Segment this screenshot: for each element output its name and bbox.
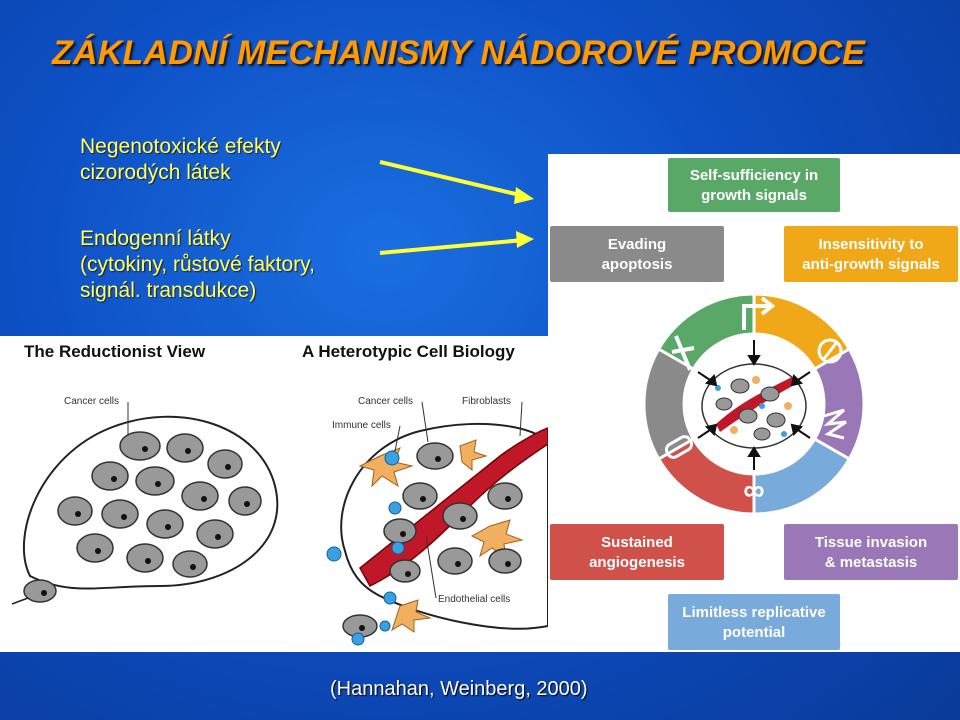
label-invasion-1: Tissue invasion xyxy=(815,534,927,551)
label-insensitivity-1: Insensitivity to xyxy=(818,236,923,253)
yellow-arrows xyxy=(370,150,540,260)
label-cancer-cells-left: Cancer cells xyxy=(64,396,119,407)
heterotypic-tumor: Cancer cells Fibroblasts Immune cells En… xyxy=(327,396,548,645)
text-line: Endogenní látky xyxy=(80,226,315,252)
reductionist-tumor: Cancer cells xyxy=(12,396,277,604)
text-line: signál. transdukce) xyxy=(80,278,315,304)
central-tumor xyxy=(702,364,806,448)
label-angiogenesis-2: angiogenesis xyxy=(589,554,685,571)
label-fibroblasts: Fibroblasts xyxy=(462,396,511,407)
citation: (Hannahan, Weinberg, 2000) xyxy=(330,678,588,701)
arrow-head-icon xyxy=(516,231,534,248)
slide-title: ZÁKLADNÍ MECHANISMY NÁDOROVÉ PROMOCE xyxy=(52,34,865,73)
arrow-line xyxy=(380,162,524,196)
label-self-sufficiency-1: Self-sufficiency in xyxy=(690,167,818,184)
box-replicative xyxy=(668,594,840,650)
text-block-genotoxic: Negenotoxické efekty cizorodých látek xyxy=(80,134,281,186)
text-line: (cytokiny, růstové faktory, xyxy=(80,252,315,278)
label-endothelial-cells: Endothelial cells xyxy=(438,594,510,605)
text-block-endogenous: Endogenní látky (cytokiny, růstové fakto… xyxy=(80,226,315,304)
text-line: Negenotoxické efekty xyxy=(80,134,281,160)
text-line: cizorodých látek xyxy=(80,160,281,186)
label-replicative-1: Limitless replicative xyxy=(682,604,825,621)
label-cancer-cells-right: Cancer cells xyxy=(358,396,413,407)
box-angiogenesis xyxy=(550,524,724,580)
hallmarks-figure: Self-sufficiency in growth signals Evadi… xyxy=(548,154,960,652)
label-immune-cells: Immune cells xyxy=(332,420,391,431)
label-self-sufficiency-2: growth signals xyxy=(701,187,807,204)
box-evading-apoptosis xyxy=(550,226,724,282)
label-invasion-2: & metastasis xyxy=(825,554,918,571)
label-replicative-2: potential xyxy=(723,624,786,641)
box-invasion xyxy=(784,524,958,580)
box-insensitivity xyxy=(784,226,958,282)
label-evading-1: Evading xyxy=(608,236,666,253)
infinity-icon: ∞ xyxy=(743,474,764,507)
heading-heterotypic: A Heterotypic Cell Biology xyxy=(302,342,515,361)
label-evading-2: apoptosis xyxy=(602,256,673,273)
label-angiogenesis-1: Sustained xyxy=(601,534,673,551)
arrow-head-icon xyxy=(514,187,534,204)
tumor-composition-figure: The Reductionist View A Heterotypic Cell… xyxy=(0,336,548,652)
arrow-line xyxy=(380,240,524,253)
label-insensitivity-2: anti-growth signals xyxy=(802,256,940,273)
heading-reductionist: The Reductionist View xyxy=(24,342,206,361)
